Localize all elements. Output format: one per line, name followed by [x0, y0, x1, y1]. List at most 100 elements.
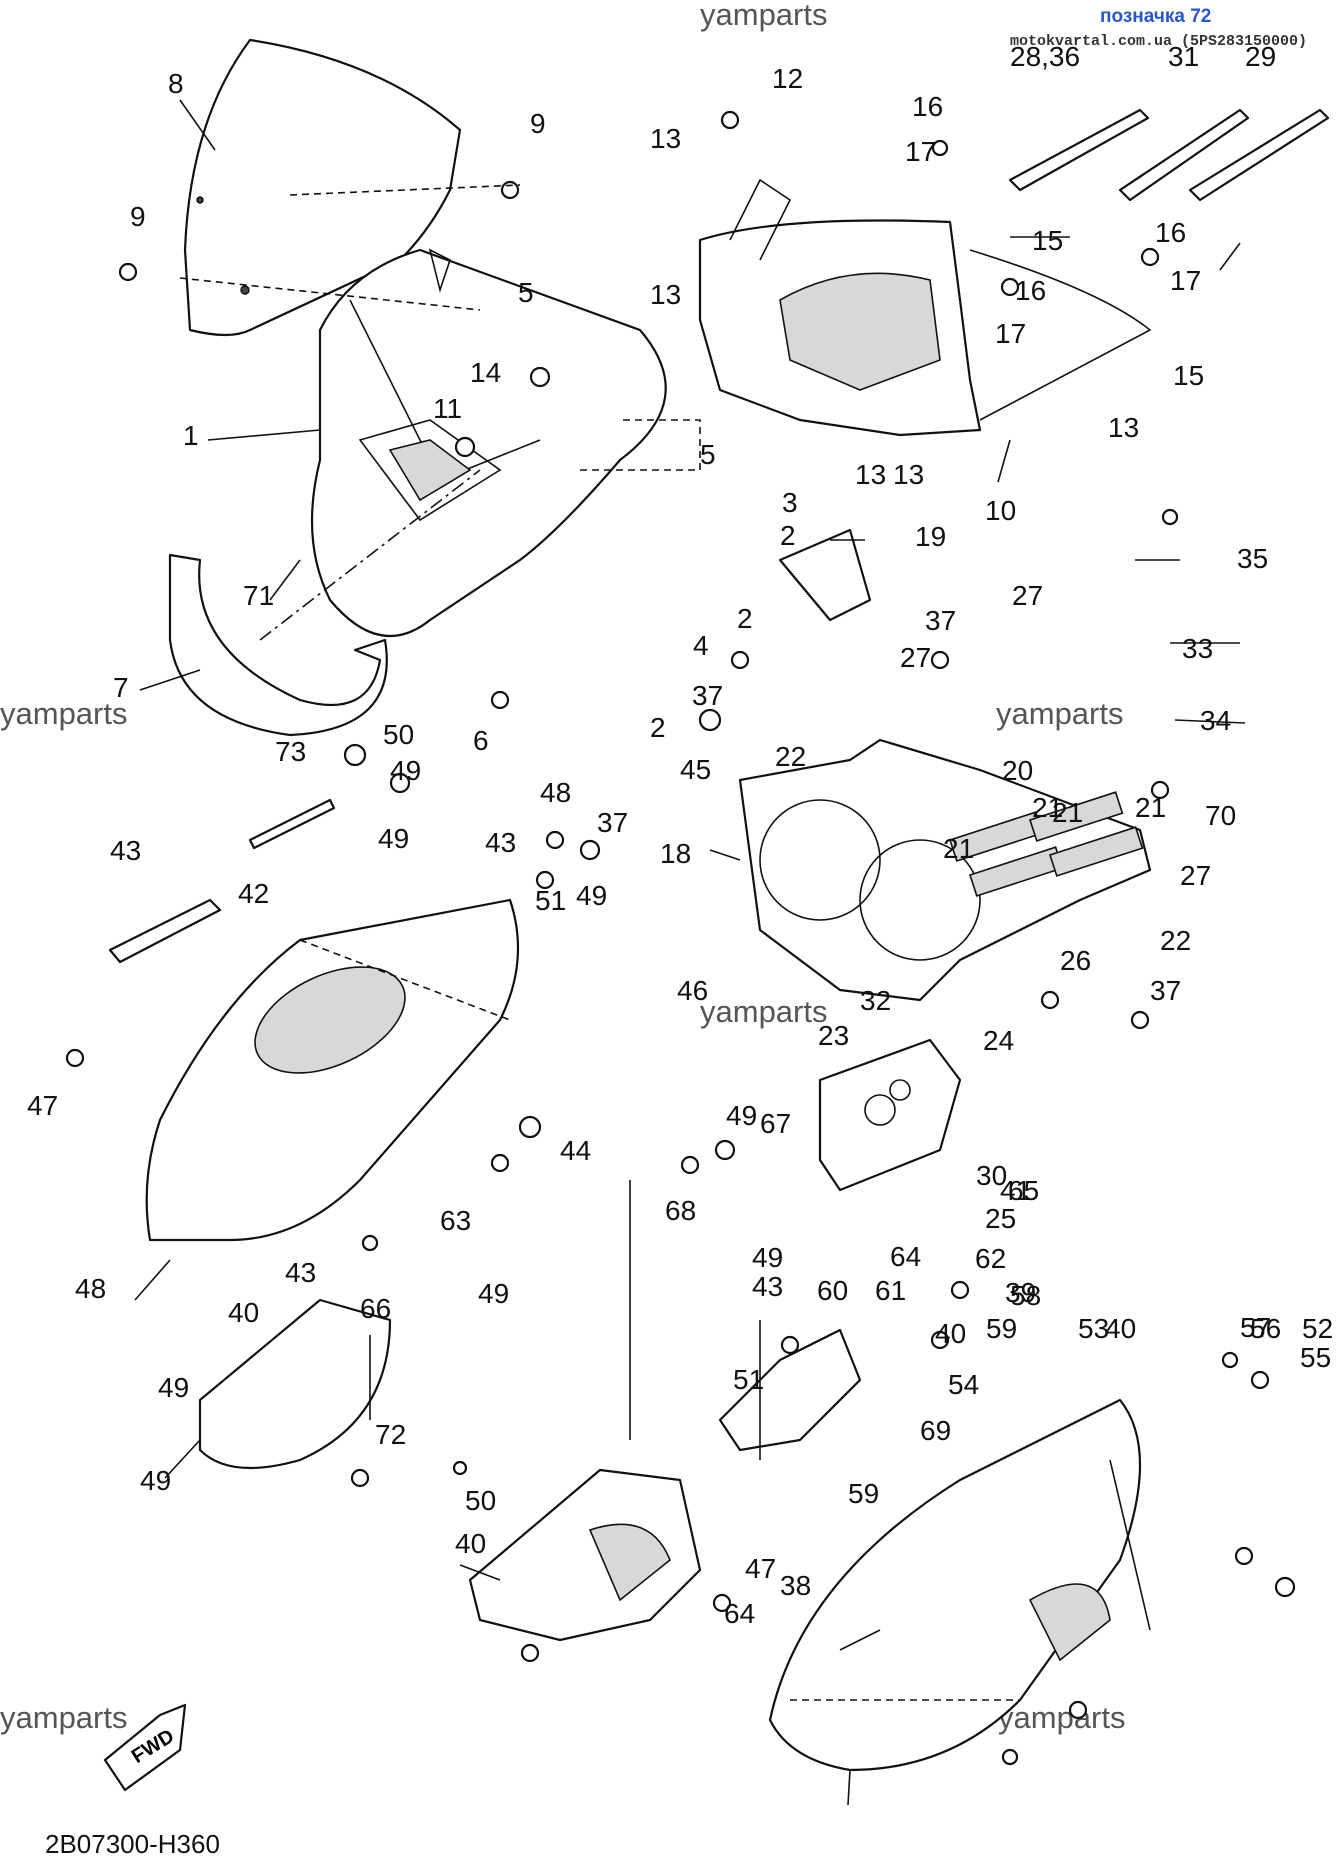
watermark: yamparts — [998, 1700, 1125, 1735]
callout-label: 66 — [360, 1293, 391, 1324]
callout-label: 59 — [848, 1478, 879, 1509]
callout-label: 69 — [920, 1415, 951, 1446]
cable-ties — [1008, 108, 1330, 202]
callout-label: 2 — [650, 712, 666, 743]
callout-label: 38 — [780, 1570, 811, 1601]
callout-label: 60 — [817, 1275, 848, 1306]
callout-label: 50 — [465, 1485, 496, 1516]
callout-label: 49 — [158, 1372, 189, 1403]
callout-label: 37 — [692, 680, 723, 711]
air-duct-52 — [468, 1468, 702, 1642]
callout-label: 68 — [665, 1195, 696, 1226]
callout-label: 13 — [893, 459, 924, 490]
callout-label: 27 — [1180, 860, 1211, 891]
callout-label: 26 — [1060, 945, 1091, 976]
callout-label: 23 — [818, 1020, 849, 1051]
callout-label: 18 — [660, 838, 691, 869]
callout-label: 56 — [1250, 1313, 1281, 1344]
watermark: yamparts — [0, 1700, 127, 1735]
callout-label: 49 — [390, 755, 421, 786]
upper-cowling — [310, 248, 701, 638]
callout-label: 42 — [238, 878, 269, 909]
callout-label: 21 — [943, 833, 974, 864]
callout-label: 21 — [1052, 797, 1083, 828]
callout-label: 5 — [700, 439, 716, 470]
callout-label: 15 — [1173, 360, 1204, 391]
callout-label: 27 — [900, 642, 931, 673]
callout-label: 17 — [905, 136, 936, 167]
callout-label: 9 — [530, 108, 546, 139]
under-cover-57 — [198, 1298, 392, 1470]
callout-label: 28,36 — [1010, 41, 1080, 72]
callout-label: 49 — [478, 1278, 509, 1309]
callout-label: 48 — [75, 1273, 106, 1304]
callout-label: 27 — [1012, 580, 1043, 611]
callout-label: 25 — [985, 1203, 1016, 1234]
headlight-bracket — [738, 528, 1152, 1002]
callout-label: 13 — [1108, 412, 1139, 443]
callout-label: 64 — [724, 1598, 755, 1629]
callout-label: 10 — [985, 495, 1016, 526]
callout-label: 54 — [948, 1369, 979, 1400]
callout-label: 43 — [285, 1257, 316, 1288]
callout-label: 39 — [1005, 1277, 1036, 1308]
callout-label: 40 — [935, 1318, 966, 1349]
header-label: позначка 72 — [1100, 6, 1211, 27]
callout-label: 4 — [693, 630, 709, 661]
callout-label: 71 — [243, 580, 274, 611]
watermark: yamparts — [700, 994, 827, 1029]
callout-label: 52 — [1302, 1313, 1333, 1344]
callout-label: 11 — [433, 393, 462, 424]
callout-label: 64 — [890, 1241, 921, 1272]
callout-label: 3 — [782, 487, 798, 518]
callout-label: 17 — [995, 318, 1026, 349]
trim-strip — [168, 553, 388, 737]
callout-label: 51 — [535, 885, 566, 916]
callout-label: 50 — [383, 719, 414, 750]
diagram-code: 2B07300-H360 — [45, 1829, 220, 1859]
callout-label: 72 — [375, 1419, 406, 1450]
callout-label: 49 — [752, 1242, 783, 1273]
callout-label: 45 — [680, 754, 711, 785]
inner-panel — [698, 178, 1152, 437]
callout-label: 59 — [986, 1313, 1017, 1344]
header-source: motokvartal.com.ua (5PS283150000) — [1010, 33, 1307, 50]
callout-label: 67 — [760, 1108, 791, 1139]
callout-label: 20 — [1002, 755, 1033, 786]
callout-label: 16 — [1015, 275, 1046, 306]
callout-label: 57 — [1240, 1312, 1271, 1343]
callout-label: 49 — [576, 880, 607, 911]
callout-label: 73 — [275, 736, 306, 767]
callout-label: 47 — [27, 1090, 58, 1121]
callout-label: 49 — [140, 1465, 171, 1496]
watermark: yamparts — [0, 696, 127, 731]
callout-label: 15 — [1032, 225, 1063, 256]
mount-plate — [818, 1038, 962, 1192]
callout-label: 31 — [1168, 41, 1199, 72]
leader-lines — [134, 99, 1246, 1806]
callout-label: 55 — [1300, 1342, 1331, 1373]
decal-70 — [108, 798, 336, 964]
callout-label: 47 — [745, 1553, 776, 1584]
watermark: yamparts — [700, 0, 827, 32]
callout-label: 7 — [113, 672, 129, 703]
bracket-60 — [718, 1328, 862, 1452]
callout-label: 16 — [912, 91, 943, 122]
callout-label: 6 — [473, 725, 489, 756]
callout-label: 43 — [485, 827, 516, 858]
callout-label: 24 — [983, 1025, 1014, 1056]
callout-label: 44 — [560, 1135, 591, 1166]
callout-label: 40 — [455, 1528, 486, 1559]
callout-label: 33 — [1182, 633, 1213, 664]
callout-label: 16 — [1155, 217, 1186, 248]
callout-label: 37 — [925, 605, 956, 636]
callout-label: 5 — [518, 277, 534, 308]
callout-label: 22 — [775, 741, 806, 772]
callout-label: 70 — [1205, 800, 1236, 831]
callout-label: 40 — [228, 1297, 259, 1328]
callout-label: 1 — [183, 420, 199, 451]
callout-label: 17 — [1170, 265, 1201, 296]
callout-label: 43 — [110, 835, 141, 866]
callout-label: 8 — [168, 68, 184, 99]
callout-label: 2 — [737, 603, 753, 634]
